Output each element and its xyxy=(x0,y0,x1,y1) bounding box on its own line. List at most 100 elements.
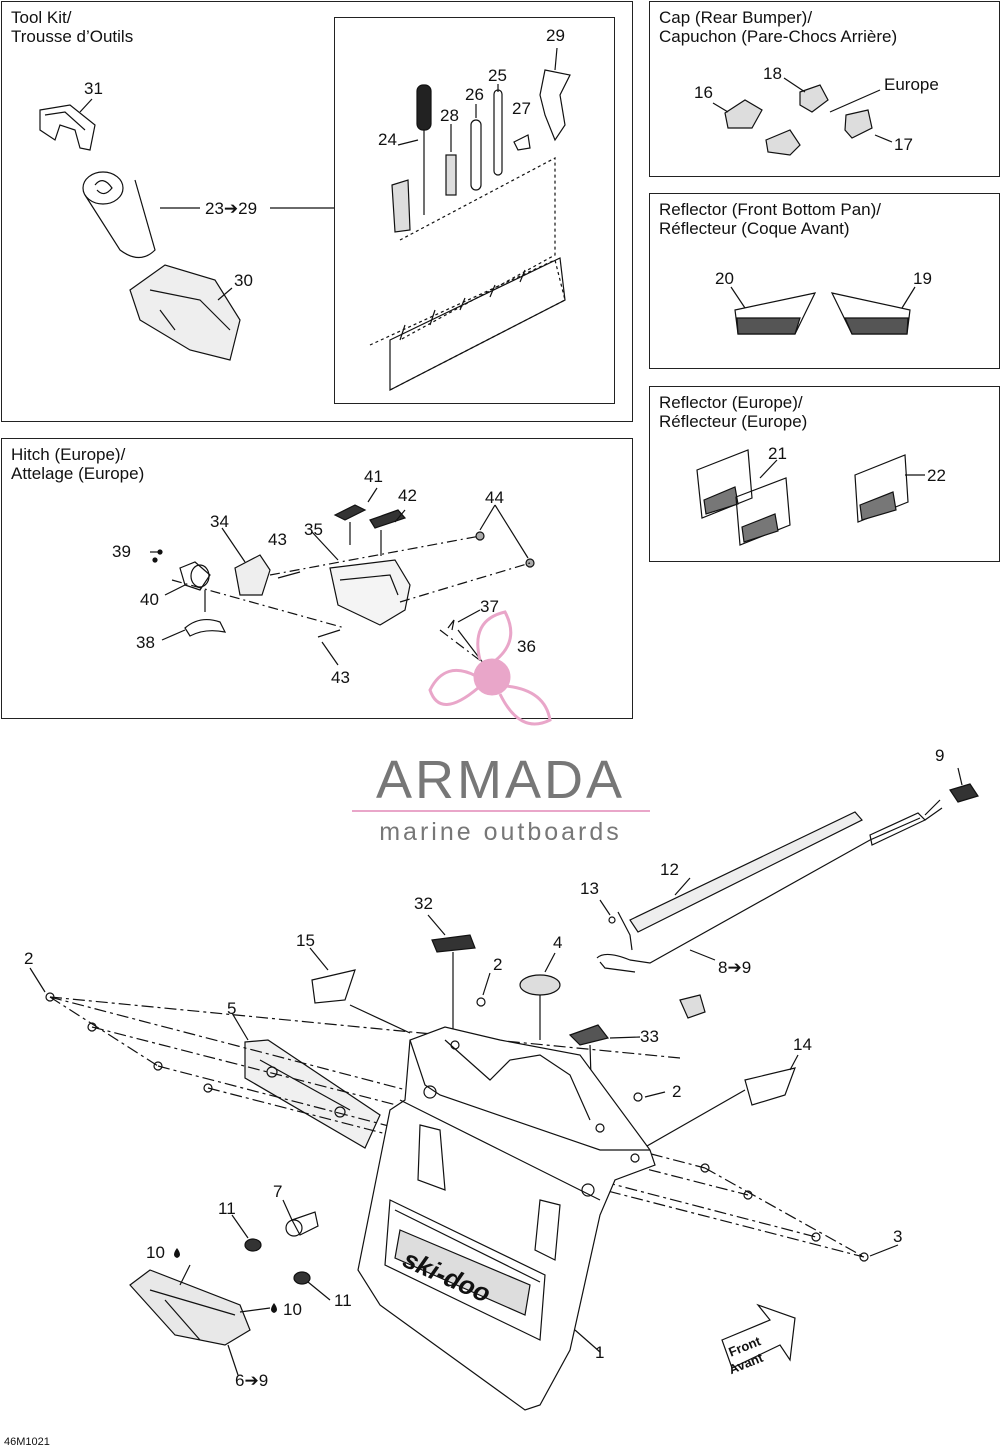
callout-5: 5 xyxy=(227,999,237,1018)
callout-40: 40 xyxy=(140,590,159,609)
reflector-19 xyxy=(830,286,916,335)
callout-14: 14 xyxy=(793,1035,812,1054)
callout-27: 27 xyxy=(512,99,531,118)
callout-3: 3 xyxy=(893,1227,903,1246)
callout-19: 19 xyxy=(913,269,932,288)
watermark-brand: ARMADA xyxy=(375,750,626,810)
skidoo-logo xyxy=(394,1229,531,1316)
tool-kit-case-30 xyxy=(129,264,241,361)
hitch-parts xyxy=(150,487,535,673)
callout-26: 26 xyxy=(465,85,484,104)
tool-screwdriver-24 xyxy=(391,84,432,233)
watermark-propeller xyxy=(428,610,552,726)
tool-wrench-26 xyxy=(470,104,482,191)
taillight-6-9 xyxy=(129,1264,271,1376)
panel-hitch-title: Hitch (Europe)/ Attelage (Europe) xyxy=(11,445,145,483)
tool-clip-27 xyxy=(513,134,531,151)
tool-kit-roll-23-29 xyxy=(82,171,334,259)
panel-reflector-europe-title: Reflector (Europe)/ Réflecteur (Europe) xyxy=(659,393,808,431)
callout-23-29: 23➔29 xyxy=(205,199,258,218)
reflector-20 xyxy=(730,286,817,335)
reflector-21 xyxy=(696,449,791,546)
callout-35: 35 xyxy=(304,520,323,539)
callout-8-9: 8➔9 xyxy=(718,958,752,977)
callout-16: 16 xyxy=(694,83,713,102)
callout-7: 7 xyxy=(273,1182,283,1201)
callout-24: 24 xyxy=(378,130,397,149)
panel-cap-title: Cap (Rear Bumper)/ Capuchon (Pare-Chocs … xyxy=(659,8,898,46)
hitch-dash-lines xyxy=(171,535,531,669)
callout-34: 34 xyxy=(210,512,229,531)
callout-41: 41 xyxy=(364,467,383,486)
rear-bumper-flap-1 xyxy=(357,1026,656,1411)
water-drop-icons xyxy=(174,1248,277,1313)
callout-28: 28 xyxy=(440,106,459,125)
cap-17 xyxy=(829,89,893,143)
callout-37: 37 xyxy=(480,597,499,616)
callout-europe: Europe xyxy=(884,75,939,94)
callout-44: 44 xyxy=(485,488,504,507)
callout-39: 39 xyxy=(112,542,131,561)
reflector-14 xyxy=(639,1054,799,1151)
tool-kit-clip-31 xyxy=(39,98,96,151)
cap-16 xyxy=(712,99,801,156)
callout-10-top: 10 xyxy=(146,1243,165,1262)
watermark-underline xyxy=(352,810,650,812)
callout-43-top: 43 xyxy=(268,530,287,549)
callout-38: 38 xyxy=(136,633,155,652)
panel-reflector-front-title: Reflector (Front Bottom Pan)/ Réflecteur… xyxy=(659,200,882,238)
drawing-code: 46M1021 xyxy=(4,1436,50,1448)
callout-42: 42 xyxy=(398,486,417,505)
hitch-leaders xyxy=(161,504,529,666)
panel-hitch: Hitch (Europe)/ Attelage (Europe) xyxy=(1,438,633,719)
callout-2-right: 2 xyxy=(672,1082,682,1101)
front-arrow-icon xyxy=(721,1303,796,1369)
rivets-2-3 xyxy=(29,967,899,1262)
panel-tool-kit-title: Tool Kit/ Trousse d’Outils xyxy=(11,8,134,46)
bracket-5 xyxy=(231,1012,381,1149)
callout-18: 18 xyxy=(763,64,782,83)
panel-cap: Cap (Rear Bumper)/ Capuchon (Pare-Chocs … xyxy=(649,1,1000,177)
strip-12 xyxy=(629,811,863,933)
callout-4: 4 xyxy=(553,933,563,952)
callout-11-bottom: 11 xyxy=(334,1291,352,1310)
callout-30: 30 xyxy=(234,271,253,290)
callout-1: 1 xyxy=(595,1343,605,1362)
callout-36: 36 xyxy=(517,637,536,656)
callout-10-bottom: 10 xyxy=(283,1300,302,1319)
callout-13: 13 xyxy=(580,879,599,898)
panel-reflector-europe: Reflector (Europe)/ Réflecteur (Europe) xyxy=(649,386,1000,562)
callout-25: 25 xyxy=(488,66,507,85)
callout-2-left: 2 xyxy=(24,949,34,968)
callout-22: 22 xyxy=(927,466,946,485)
callout-12: 12 xyxy=(660,860,679,879)
decal-32 xyxy=(427,914,476,1040)
callout-6-9: 6➔9 xyxy=(235,1371,269,1390)
grommets-11 xyxy=(231,1214,331,1301)
callout-9: 9 xyxy=(935,746,945,765)
tool-kit-bag-body xyxy=(389,257,566,391)
callout-33: 33 xyxy=(640,1027,659,1046)
callout-17: 17 xyxy=(894,135,913,154)
callout-29: 29 xyxy=(546,26,565,45)
watermark-tagline: marine outboards xyxy=(379,818,622,846)
panel-reflector-front: Reflector (Front Bottom Pan)/ Réflecteur… xyxy=(649,193,1000,369)
bulb-7 xyxy=(282,1199,319,1237)
wire-harness-8-9 xyxy=(596,767,979,1019)
callout-31: 31 xyxy=(84,79,103,98)
callout-21: 21 xyxy=(768,444,787,463)
callout-32: 32 xyxy=(414,894,433,913)
emblem-4 xyxy=(519,952,561,1040)
reflector-15 xyxy=(309,947,411,1034)
callout-15: 15 xyxy=(296,931,315,950)
tool-spring-29 xyxy=(539,47,571,142)
callout-2-mid: 2 xyxy=(493,955,503,974)
reflector-22 xyxy=(854,454,925,523)
tool-wrench-25 xyxy=(493,84,503,176)
callout-20: 20 xyxy=(715,269,734,288)
callout-11-top: 11 xyxy=(218,1199,236,1218)
callout-43-bottom: 43 xyxy=(331,668,350,687)
cap-18 xyxy=(783,77,829,113)
tool-bit-28 xyxy=(445,124,457,196)
